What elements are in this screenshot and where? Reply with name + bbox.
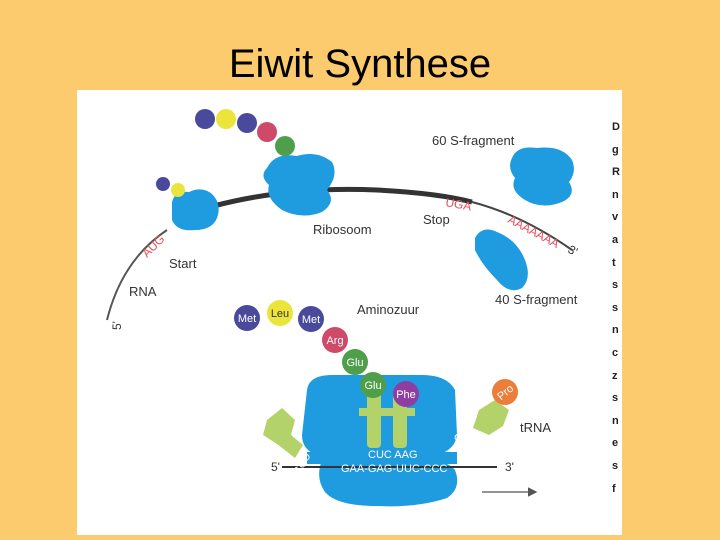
amino-bead [275,136,295,156]
side-letter: n [612,324,619,337]
ribosome-small-upper [172,189,219,231]
fragment-40s-label: 40 S-fragment [495,292,578,307]
trna-left [263,408,303,458]
amino-bead [195,109,215,129]
trna-label: tRNA [520,420,551,435]
ribosome-upper [263,154,335,216]
side-letter: D [612,121,620,133]
side-letter: s [612,459,619,472]
mrna-strand-thick [174,186,473,221]
side-letter: s [612,279,619,292]
side-letter: f [612,482,616,495]
amino-glu-1 [342,349,368,375]
amino-glu-2-label: Glu [364,380,381,392]
amino-bead [171,183,185,197]
side-letter: t [612,256,616,269]
ribosome-small [319,456,458,507]
side-letter: g [612,143,619,156]
side-letter: s [612,392,619,405]
amino-leu [267,300,293,326]
slide-title: Eiwit Synthese [228,42,492,86]
polya-tail [471,201,573,251]
fragment-60s-label: 60 S-fragment [432,133,515,148]
ribosome-label: Ribosoom [313,222,372,237]
trna-right [473,400,509,435]
side-letter: z [612,369,618,382]
amino-met-2-label: Met [302,314,320,326]
side-letter: n [612,188,619,201]
amino-bead [237,113,257,133]
side-letter: v [612,211,619,224]
stop-label: Stop [423,212,450,227]
anticodon-mid: CUC AAG [368,449,418,461]
prime3-bottom: 3' [505,460,514,474]
amino-glu-1-label: Glu [346,357,363,369]
amino-arg [322,327,348,353]
side-letter: R [612,166,620,179]
ribosome-60s-fragment [510,147,574,206]
amino-phe-label: Phe [396,389,416,401]
amino-glu-2 [360,372,386,398]
side-letter: c [612,346,619,359]
prime3-tail: 3' [566,242,580,259]
amino-met-1-label: Met [238,313,256,325]
amino-pro [492,379,518,405]
side-letter: n [612,414,619,427]
trna-mid-1 [359,390,389,448]
start-label: Start [169,256,197,271]
codon-start: AUG [139,232,167,260]
side-letter: a [612,233,619,246]
amino-bead [216,109,236,129]
amino-bead [257,122,277,142]
mrna-strand [106,229,168,321]
side-letter: s [612,301,619,314]
amino-acid-label: Aminozuur [357,302,420,317]
amino-phe [393,381,419,407]
diagram-canvas: 60 S-fragment 40 S-fragment Ribosoom Sto… [106,109,580,507]
prime5-left: 5' [110,321,124,330]
mrna-sequence: GAA-GAG-UUC-CCC [341,463,447,475]
side-letter: e [612,437,619,450]
amino-bead [156,177,170,191]
protein-synthesis-diagram: 60 S-fragment 40 S-fragment Ribosoom Sto… [77,90,622,535]
amino-met-1 [234,305,260,331]
amino-arg-label: Arg [326,335,343,347]
amino-leu-label: Leu [271,308,289,320]
codon-stop: UGA [444,195,472,213]
ribosome-40s-fragment [475,229,528,291]
rna-label: RNA [129,284,157,299]
prime5-bottom: 5' [271,460,280,474]
amino-met-2 [298,306,324,332]
